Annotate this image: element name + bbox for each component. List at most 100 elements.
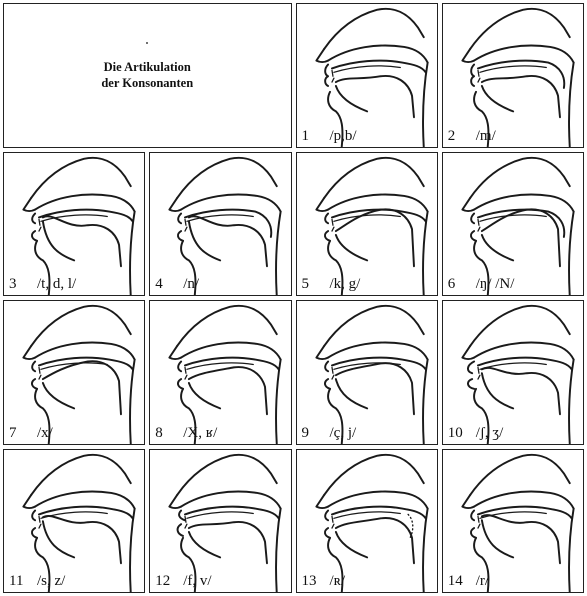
pharynx-wall [422,508,427,592]
nose-outline [23,494,35,507]
panel-number: 4 [155,275,183,293]
nose-outline [23,197,35,210]
nose-outline [170,494,182,507]
panel-1: 1/p,b/ [296,3,438,148]
vocal-tract-sketch [297,4,437,147]
title-box: Die Artikulation der Konsonanten [3,3,292,148]
skull-outline [177,157,277,197]
panel-number: 6 [448,275,476,293]
panel-3: 3/t, d, l/ [3,152,145,297]
panel-sound: /ç, j/ [330,425,357,441]
lips-open [471,213,476,240]
floor-of-mouth [482,86,513,111]
nose-outline [170,197,182,210]
vocal-tract-sketch [297,450,437,593]
panel-label: 4/n/ [155,275,199,293]
nose-outline [170,346,182,359]
floor-of-mouth [43,221,74,260]
lips-open [324,213,329,240]
panel-number: 14 [448,572,476,590]
panel-sound: /f, v/ [183,573,211,589]
panel-label: 3/t, d, l/ [9,275,76,293]
lips-labiodental [178,510,185,535]
skull-outline [470,306,570,346]
panel-sound: /ŋ/ /N/ [476,276,515,292]
tongue-outline [43,361,121,414]
pharynx-wall [276,211,281,295]
floor-of-mouth [43,383,74,408]
nose-outline [462,494,474,507]
panel-sound: /k, g/ [330,276,361,292]
lips-open [471,510,476,537]
lips-open [32,362,37,389]
vocal-tract-sketch [443,4,583,147]
panel-sound: /s, z/ [37,573,65,589]
panel-sound: /ʃ, ʒ/ [476,425,504,441]
skull-outline [31,306,131,346]
panel-9: 9/ç, j/ [296,300,438,445]
vocal-tract-sketch [4,301,144,444]
panel-4: 4/n/ [149,152,291,297]
panel-label: 9/ç, j/ [302,424,357,442]
panel-sound: /x/ [37,425,53,441]
panel-number: 1 [302,127,330,145]
lips-closed [471,65,474,86]
panel-label: 11/s, z/ [9,572,65,590]
panel-10: 10/ʃ, ʒ/ [442,300,584,445]
skull-outline [31,157,131,197]
floor-of-mouth [43,521,74,557]
floor-of-mouth [335,86,366,111]
palate-inner-line [480,214,546,220]
skull-outline [177,454,277,494]
nose-outline [316,346,328,359]
panel-12: 12/f, v/ [149,449,291,594]
tongue-outline [482,368,560,414]
vocal-tract-sketch [443,450,583,593]
skull-outline [470,454,570,494]
pharynx-wall [130,508,135,592]
lips-rounded [468,362,474,389]
tongue-outline [335,363,413,414]
floor-of-mouth [335,531,366,556]
lips-open [324,362,329,389]
panel-sound: /X, ʁ/ [183,425,217,441]
palate-inner-line [41,511,107,517]
panel-label: 8/X, ʁ/ [155,424,217,442]
tongue-outline [189,367,267,414]
panel-number: 2 [448,127,476,145]
tongue-outline [189,521,267,562]
panel-label: 6/ŋ/ /N/ [448,275,515,293]
panel-sound: /t, d, l/ [37,276,76,292]
title-line-2: der Konsonanten [101,75,193,91]
lips-open [178,213,183,240]
panel-sound: /ʀ/ [330,573,346,589]
tongue-outline [335,76,413,117]
panel-number: 11 [9,572,37,590]
skull-outline [470,157,570,197]
vocal-tract-sketch [4,153,144,296]
nose-outline [316,49,328,62]
panel-number: 7 [9,424,37,442]
pharynx-wall [569,211,574,295]
palate-inner-line [187,511,253,517]
skull-outline [324,454,424,494]
nose-outline [23,346,35,359]
pharynx-wall [569,508,574,592]
panel-sound: /n/ [183,276,199,292]
panel-8: 8/X, ʁ/ [149,300,291,445]
tongue-outline [43,515,121,562]
panel-number: 5 [302,275,330,293]
floor-of-mouth [189,383,220,408]
pharynx-wall [422,63,427,147]
pharynx-wall [569,360,574,444]
nose-outline [316,494,328,507]
pharynx-wall [130,211,135,295]
panel-label: 12/f, v/ [155,572,211,590]
panel-number: 8 [155,424,183,442]
panel-sound: /p,b/ [330,128,357,144]
nose-outline [462,49,474,62]
floor-of-mouth [482,373,513,408]
nose-outline [462,197,474,210]
floor-of-mouth [335,379,366,408]
title-dot [146,42,148,44]
